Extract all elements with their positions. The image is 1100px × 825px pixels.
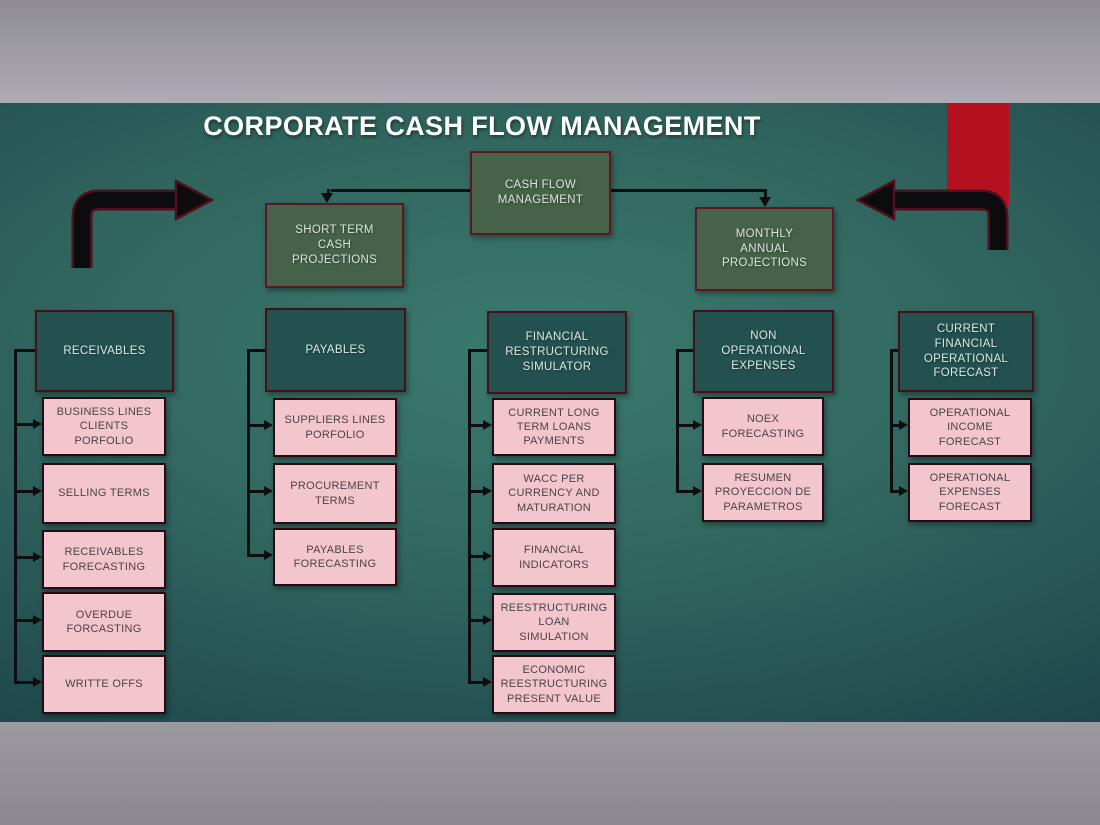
connector-line [890,349,898,352]
connector-line [247,349,250,556]
connector-line [14,423,33,426]
connector-arrowhead [33,486,42,496]
node-financial-indicators: FINANCIAL INDICATORS [492,528,616,587]
connector-arrowhead [264,550,273,560]
connector-line [247,349,265,352]
connector-arrowhead [483,615,492,625]
node-business-lines-clients-porfolio: BUSINESS LINES CLIENTS PORFOLIO [42,397,166,456]
node-overdue-forcasting: OVERDUE FORCASTING [42,592,166,652]
connector-line [468,490,483,493]
connector-arrowhead [693,420,702,430]
node-procurement-terms: PROCUREMENT TERMS [273,463,397,524]
connector-arrowhead [33,615,42,625]
connector-line [14,681,33,684]
letterbox-top [0,0,1100,103]
node-payables-forecasting: PAYABLES FORECASTING [273,528,397,586]
node-cash-flow-management: CASH FLOW MANAGEMENT [470,151,611,235]
node-suppliers-lines-porfolio: SUPPLIERS LINES PORFOLIO [273,398,397,457]
connector-arrowhead [321,193,333,203]
connector-arrowhead [33,677,42,687]
connector-line [14,619,33,622]
connector-line [14,349,35,352]
node-resumen-proyeccion-de-parametros: RESUMEN PROYECCION DE PARAMETROS [702,463,824,522]
connector-line [607,189,767,192]
connector-line [890,490,899,493]
connector-line [468,424,483,427]
connector-arrowhead [483,551,492,561]
node-reestructuring-loan-simulation: REESTRUCTURING LOAN SIMULATION [492,593,616,652]
connector-line [468,555,483,558]
connector-arrowhead [483,677,492,687]
connector-line [327,189,330,194]
node-receivables: RECEIVABLES [35,310,174,392]
page-title: CORPORATE CASH FLOW MANAGEMENT [203,111,761,141]
connector-arrowhead [899,420,908,430]
node-non-operational-expenses: NON OPERATIONAL EXPENSES [693,310,834,393]
connector-line [14,556,33,559]
connector-line [764,189,767,198]
connector-line [468,349,487,352]
node-receivables-forecasting: RECEIVABLES FORECASTING [42,530,166,589]
node-current-long-term-loans-payments: CURRENT LONG TERM LOANS PAYMENTS [492,398,616,456]
node-selling-terms: SELLING TERMS [42,463,166,524]
connector-arrowhead [693,486,702,496]
connector-line [14,349,17,683]
connector-line [247,424,264,427]
connector-arrowhead [759,197,771,207]
slide-canvas: CORPORATE CASH FLOW MANAGEMENT [0,103,1100,722]
curved-arrow-left-icon [855,178,1009,250]
node-financial-restructuring-simulator: FINANCIAL RESTRUCTURING SIMULATOR [487,311,627,394]
connector-line [14,490,33,493]
node-operational-expenses-forecast: OPERATIONAL EXPENSES FORECAST [908,463,1032,522]
connector-arrowhead [264,486,273,496]
connector-arrowhead [899,486,908,496]
connector-arrowhead [483,486,492,496]
connector-line [890,424,899,427]
connector-arrowhead [483,420,492,430]
red-accent-block [947,103,1009,205]
node-current-financial-operational-forecast: CURRENT FINANCIAL OPERATIONAL FORECAST [898,311,1034,392]
curved-arrow-right-icon [71,178,215,268]
connector-line [331,189,470,192]
connector-line [676,349,693,352]
connector-line [468,619,483,622]
connector-line [247,554,264,557]
connector-arrowhead [264,420,273,430]
connector-arrowhead [33,419,42,429]
connector-arrowhead [33,552,42,562]
node-writte-offs: WRITTE OFFS [42,655,166,714]
letterbox-bottom [0,722,1100,825]
connector-line [247,490,264,493]
node-short-term-cash-projections: SHORT TERM CASH PROJECTIONS [265,203,404,288]
node-monthly-annual-projections: MONTHLY ANNUAL PROJECTIONS [695,207,834,291]
connector-line [468,349,471,683]
connector-line [890,349,893,491]
connector-line [676,349,679,490]
node-economic-reestructuring-present-value: ECONOMIC REESTRUCTURING PRESENT VALUE [492,655,616,714]
node-noex-forecasting: NOEX FORECASTING [702,397,824,456]
connector-line [468,681,483,684]
connector-line [676,424,693,427]
node-payables: PAYABLES [265,308,406,392]
connector-line [676,490,693,493]
node-wacc-per-currency-and-maturation: WACC PER CURRENCY AND MATURATION [492,463,616,524]
node-operational-income-forecast: OPERATIONAL INCOME FORECAST [908,398,1032,457]
